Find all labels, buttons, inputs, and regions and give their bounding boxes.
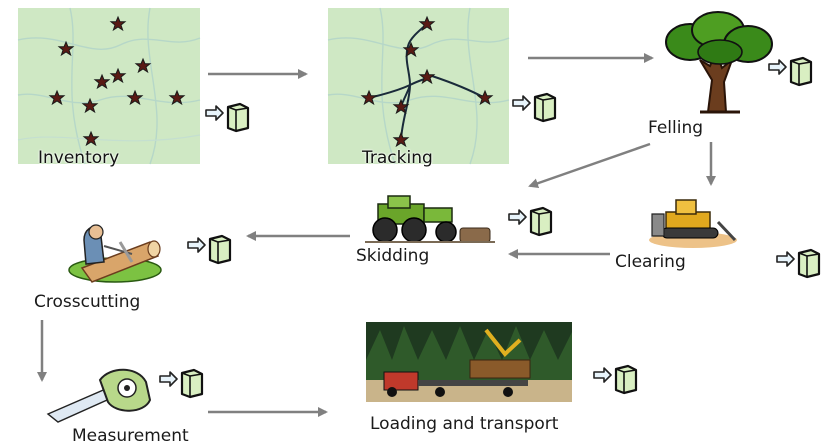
loading-transport-illustration bbox=[366, 322, 572, 402]
measurement-tape-illustration bbox=[46, 368, 152, 423]
arrow-to-document-icon bbox=[511, 92, 557, 123]
label-felling: Felling bbox=[648, 118, 704, 138]
inventory-map bbox=[17, 7, 201, 165]
label-clearing: Clearing bbox=[615, 252, 686, 272]
arrow-felling-to-skidding bbox=[528, 142, 651, 189]
label-tracking: Tracking bbox=[362, 148, 433, 168]
felling-tree-illustration bbox=[665, 11, 773, 114]
flow-arrows bbox=[37, 53, 716, 417]
clearing-bulldozer-illustration bbox=[649, 199, 737, 248]
label-measurement: Measurement bbox=[72, 426, 189, 446]
arrow-to-document-icon bbox=[767, 56, 813, 87]
label-inventory: Inventory bbox=[38, 148, 120, 168]
label-skidding: Skidding bbox=[356, 246, 430, 266]
arrow-to-document-icon bbox=[775, 248, 821, 279]
arrow-to-document-icon bbox=[507, 206, 553, 237]
label-loading-and-transport: Loading and transport bbox=[370, 414, 559, 434]
skidding-skidder-illustration bbox=[365, 195, 495, 243]
arrow-to-document-icon bbox=[592, 364, 638, 395]
arrow-to-document-icon bbox=[204, 102, 250, 133]
crosscutting-illustration bbox=[68, 224, 162, 283]
arrow-to-document-icon bbox=[186, 234, 232, 265]
label-crosscutting: Crosscutting bbox=[34, 292, 141, 312]
arrow-to-document-icon bbox=[158, 368, 204, 399]
tracking-map bbox=[327, 7, 510, 165]
